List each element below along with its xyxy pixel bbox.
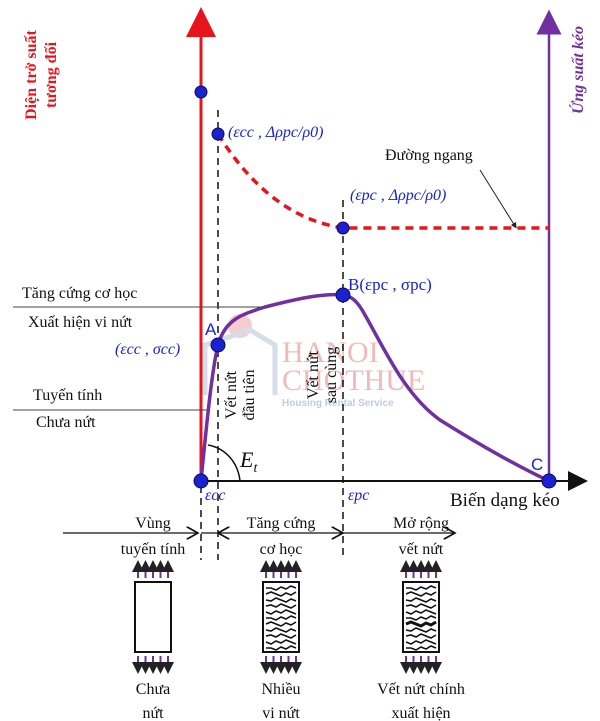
crack <box>405 609 437 615</box>
label-B: B(εpc , σpc) <box>348 275 432 294</box>
point-B <box>335 287 351 303</box>
modulus-arc <box>207 444 241 482</box>
specimen-1 <box>134 581 172 653</box>
crack <box>405 633 437 639</box>
label-hardening: Tăng cứng cơ học <box>22 285 137 302</box>
crack <box>265 639 297 645</box>
point-origin <box>193 473 209 489</box>
phase-1-caption-line2: nứt <box>142 705 164 721</box>
horizontal-pointer <box>479 169 517 229</box>
crack <box>405 627 437 633</box>
strain-axis-label: Biến dạng kéo <box>450 490 560 511</box>
point-A <box>210 337 226 353</box>
label-first-crack: Vết nứtđầu tiên <box>223 369 258 420</box>
crack <box>406 645 437 651</box>
label-eps-pc: εpc <box>348 487 369 504</box>
point-cc-resistivity <box>211 127 225 141</box>
point-pc-resistivity <box>336 221 350 235</box>
phase-1-caption-line1: Chưa <box>136 681 170 698</box>
crack <box>405 603 437 609</box>
phase-2-caption-line1: Nhiều <box>261 681 300 698</box>
label-horizontal: Đường ngang <box>385 147 473 164</box>
crack <box>406 615 437 621</box>
resistivity-curve <box>216 133 549 230</box>
crack <box>266 615 297 621</box>
label-A-coord: (εcc , σcc) <box>115 341 180 358</box>
specimens <box>132 560 442 674</box>
modulus-label: Et <box>239 447 258 476</box>
label-linear: Tuyến tính <box>33 387 102 404</box>
label-cc-resistivity: (εcc , Δρpc/ρ0) <box>228 124 323 141</box>
crack <box>265 621 297 627</box>
label-eps-cc: εcc <box>205 487 226 504</box>
crack <box>405 591 437 597</box>
label-pc-resistivity: (εpc , Δρpc/ρ0) <box>350 187 446 204</box>
phase-3-label-line2: vết nứt <box>399 541 444 558</box>
phase-2-label-line1: Tăng cứng <box>247 515 316 532</box>
phase-1-label-line2: tuyến tính <box>121 541 185 558</box>
crack <box>266 645 297 651</box>
phase-3-caption-line1: Vết nứt chính <box>377 681 465 698</box>
crack <box>405 620 437 628</box>
crack <box>265 609 297 615</box>
crack <box>405 597 437 603</box>
phase-3-caption-line2: xuất hiện <box>391 705 450 721</box>
label-uncracked: Chưa nứt <box>36 414 96 431</box>
watermark-line1: HANOI <box>282 336 379 369</box>
label-A: A <box>205 320 217 339</box>
point-C <box>541 473 557 489</box>
crack <box>265 627 297 633</box>
point-initial-resistivity <box>194 85 208 99</box>
crack <box>265 591 297 597</box>
phase-1-label-line1: Vùng <box>135 515 171 532</box>
crack <box>265 603 297 609</box>
label-microcrack: Xuất hiện vi nứt <box>28 314 133 331</box>
phase-3-label-line1: Mở rộng <box>393 515 449 532</box>
crack <box>405 639 437 645</box>
crack <box>265 633 297 639</box>
label-last-crack: Vết nứtsau cùng <box>305 347 340 403</box>
crack <box>265 597 297 603</box>
watermark-line3: Housing Rental Service <box>282 398 394 409</box>
phase-2-caption-line2: vi nứt <box>262 705 300 721</box>
crack <box>406 585 437 591</box>
watermark: HANOI CHOTHUE Housing Rental Service <box>202 314 425 409</box>
phase-2-label-line2: cơ học <box>260 541 303 558</box>
crack <box>266 585 297 591</box>
label-C: C <box>531 455 543 474</box>
stress-axis-label: Ứng suất kéo <box>568 26 587 114</box>
